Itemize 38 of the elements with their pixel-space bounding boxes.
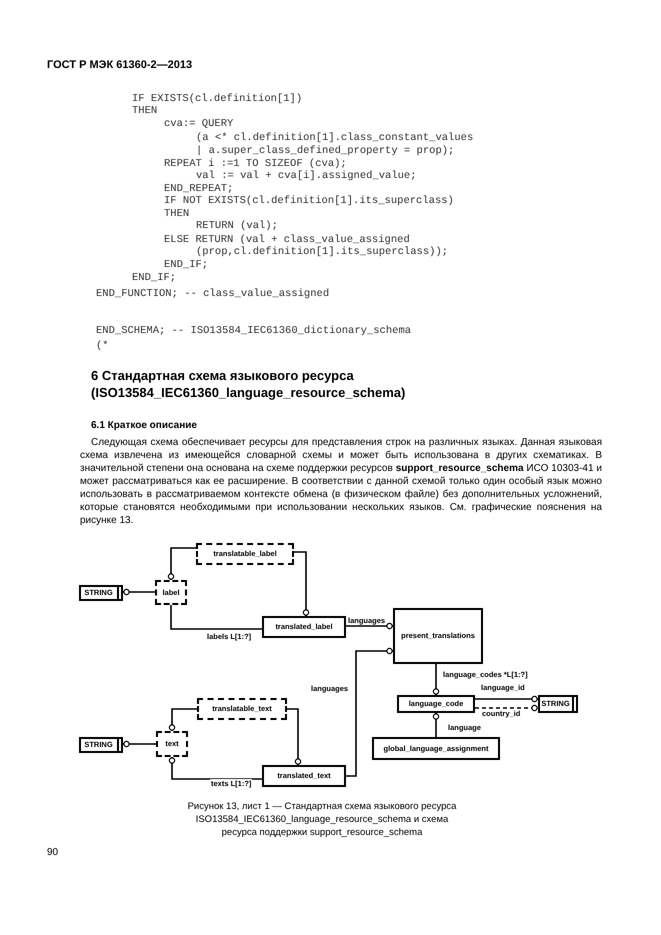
- code-line: THEN: [132, 105, 158, 117]
- code-line: END_IF;: [132, 272, 176, 284]
- code-line: | a.super_class_defined_property = prop);: [196, 145, 454, 157]
- code-line: val := val + cva[i].assigned_value;: [196, 170, 417, 182]
- code-line: RETURN (val);: [196, 220, 278, 232]
- page-header: ГОСТ Р МЭК 61360-2—2013: [47, 58, 192, 73]
- code-line: IF EXISTS(cl.definition[1]): [132, 93, 302, 105]
- code-line: IF NOT EXISTS(cl.definition[1].its_superclass): [164, 195, 454, 207]
- code-line: END_SCHEMA; -- ISO13584_IEC61360_dictionary_schema: [96, 325, 412, 337]
- code-line: cva:= QUERY: [164, 118, 234, 130]
- connector-line: [170, 605, 262, 630]
- connector-line: [287, 708, 302, 765]
- connector-line: [168, 547, 196, 580]
- section-heading: 6 Стандартная схема языкового ресурса (ISO13584_IEC61360_language_resource_schema): [91, 367, 406, 401]
- code-line: ELSE RETURN (val + class_value_assigned: [164, 234, 410, 246]
- connector-line: [294, 551, 310, 616]
- paragraph: Следующая схема обеспечивает ресурсы для представления строк на различных языках. Данная языковая схема извлечена из имеющейся словарной схемы и может быть использована в других схематиках. В значительной степени она основана на схеме поддержки ресурсов support_resource_schema ИСО 10303-41 и может рассматриваться как ее расширение. В соответствии с данной схемой только один особый язык можно использовать в рассматриваемом контексте обмена (в физическом файле) без дополнительных усложнений, которые становятся необходимыми при использовании нескольких языков. См. графические пояснения на рисунке 13.: [80, 436, 602, 527]
- connector-line: [346, 648, 393, 777]
- subsection-heading: 6.1 Краткое описание: [91, 419, 197, 433]
- code-line: END_IF;: [164, 259, 208, 271]
- connector-line: [168, 708, 197, 731]
- connector-line: [168, 757, 262, 780]
- connector-line: [432, 664, 440, 695]
- code-line: (*: [96, 340, 109, 352]
- connector-line: [475, 704, 538, 712]
- code-line: END_REPEAT;: [164, 183, 234, 195]
- connector-line: [123, 740, 156, 748]
- code-line: THEN: [164, 208, 190, 220]
- connector-line: [432, 713, 440, 737]
- code-line: REPEAT i :=1 TO SIZEOF (cva);: [164, 158, 347, 170]
- code-line: (a <* cl.definition[1].class_constant_values: [196, 132, 474, 144]
- connector-line: [346, 622, 393, 630]
- code-line: END_FUNCTION; -- class_value_assigned: [96, 288, 330, 300]
- code-line: (prop,cl.definition[1].its_superclass));: [196, 246, 448, 258]
- figure-caption: Рисунок 13, лист 1 — Стандартная схема языкового ресурса ISO13584_IEC61360_language_resource_schema и схема ресурса поддержки support_resource_schema: [186, 800, 458, 839]
- connector-line: [475, 696, 538, 702]
- connector-line: [123, 588, 155, 596]
- page-number: 90: [47, 846, 58, 860]
